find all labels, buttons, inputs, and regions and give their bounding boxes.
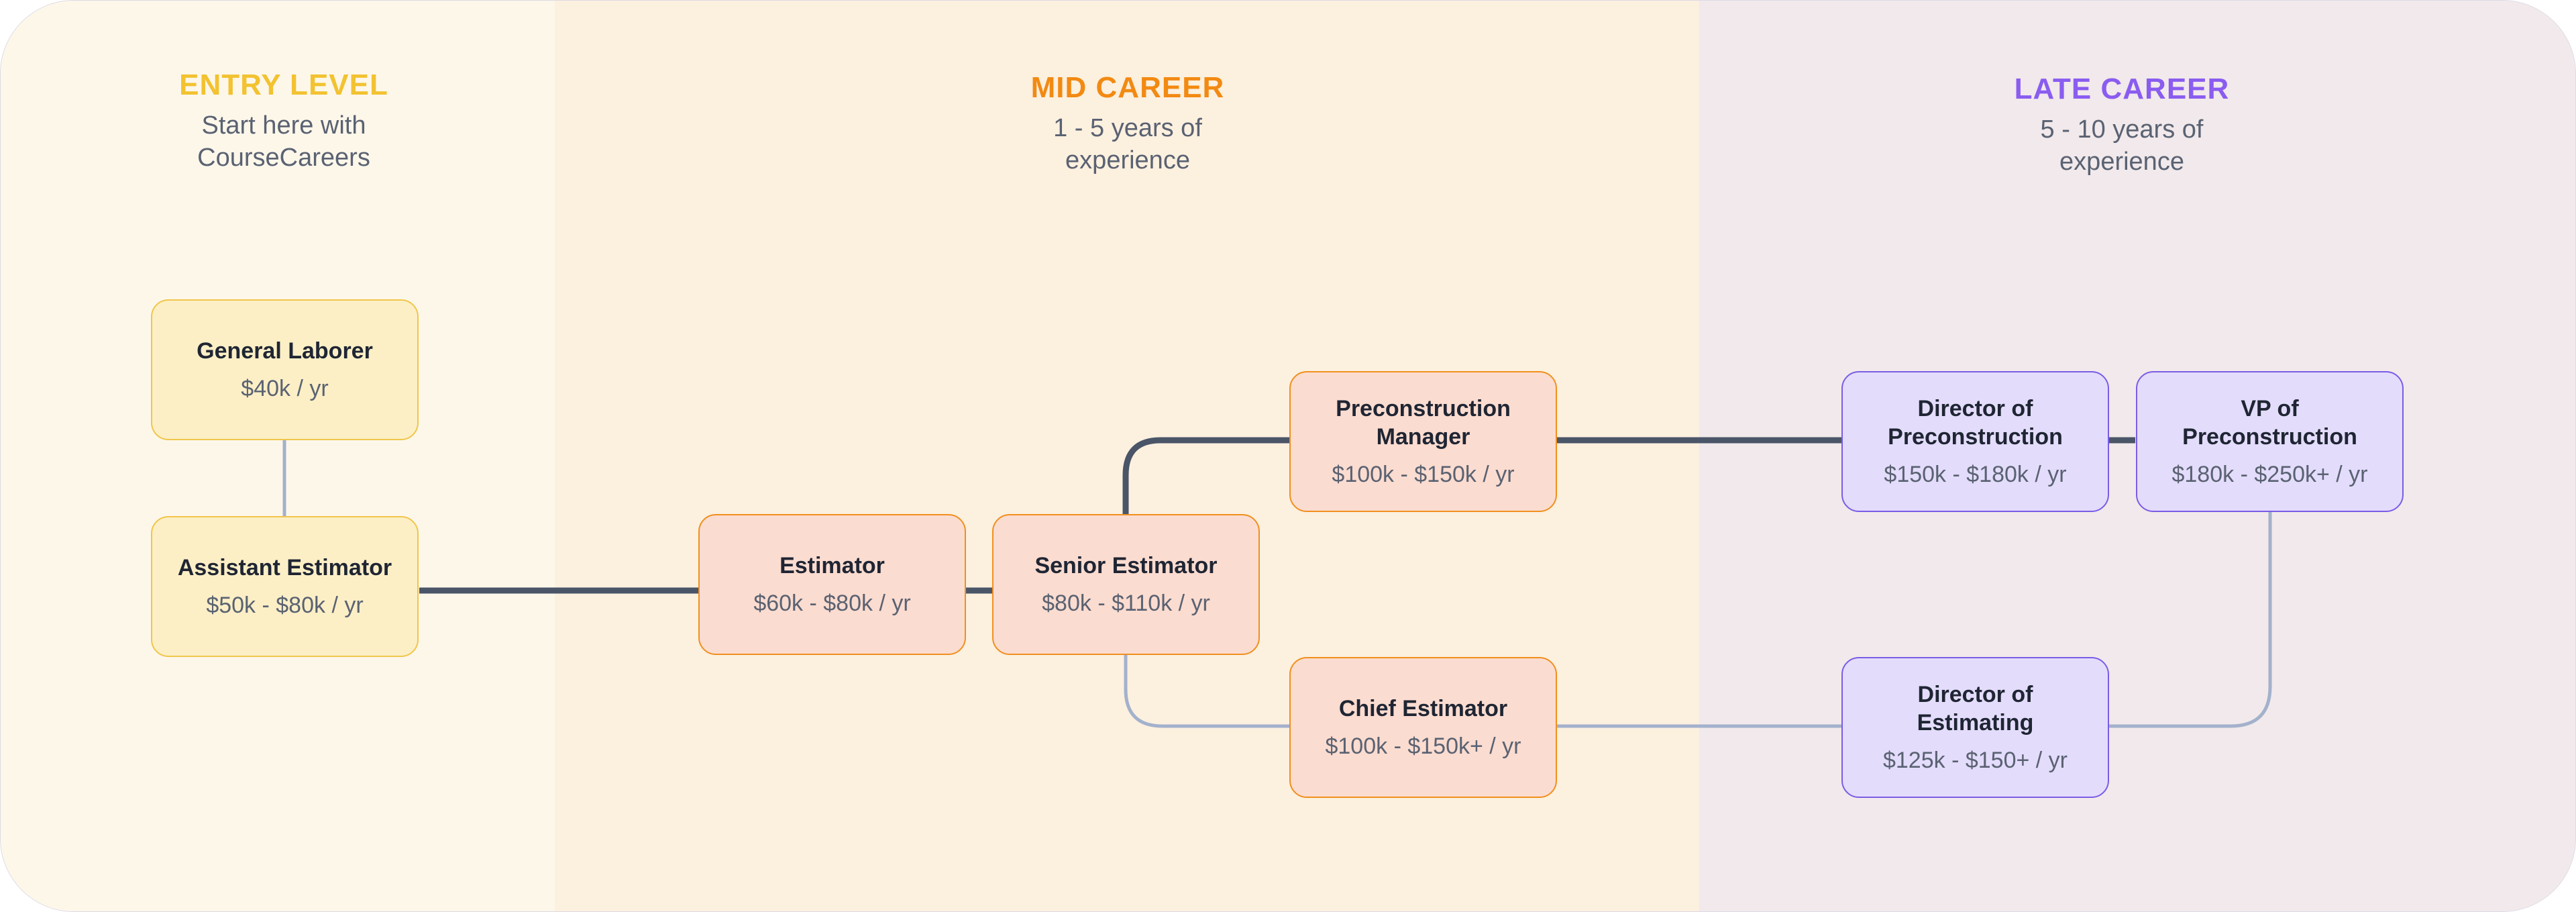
connector-senior-estimator-to-preconstruction-manager bbox=[1122, 437, 1290, 515]
role-title: Preconstruction Manager bbox=[1336, 396, 1511, 450]
late-career-subtitle: 5 - 10 years of experience bbox=[2040, 115, 2204, 176]
role-salary: $80k - $110k / yr bbox=[1042, 591, 1210, 616]
entry-level-band bbox=[1, 1, 555, 911]
role-vp-of-preconstruction[interactable]: VP of Preconstruction $180k - $250k+ / y… bbox=[2136, 371, 2404, 512]
role-salary: $60k - $80k / yr bbox=[753, 591, 911, 616]
entry-level-header: ENTRY LEVEL Start here with CourseCareer… bbox=[150, 65, 418, 174]
role-title: Director of Estimating bbox=[1917, 682, 2034, 736]
role-salary: $50k - $80k / yr bbox=[206, 593, 364, 618]
role-salary: $125k - $150+ / yr bbox=[1882, 748, 2068, 773]
role-title: Estimator bbox=[780, 553, 885, 578]
role-director-of-preconstruction[interactable]: Director of Preconstruction $150k - $180… bbox=[1841, 371, 2109, 512]
role-salary: $40k / yr bbox=[241, 376, 329, 401]
mid-career-subtitle: 1 - 5 years of experience bbox=[1053, 114, 1202, 174]
role-salary: $150k - $180k / yr bbox=[1884, 462, 2067, 487]
role-title: General Laborer bbox=[197, 338, 373, 364]
role-chief-estimator[interactable]: Chief Estimator $100k - $150k+ / yr bbox=[1289, 657, 1557, 798]
role-title: Assistant Estimator bbox=[177, 555, 392, 580]
role-salary: $100k - $150k / yr bbox=[1332, 462, 1515, 487]
entry-level-subtitle: Start here with CourseCareers bbox=[197, 111, 370, 172]
role-assistant-estimator[interactable]: Assistant Estimator $50k - $80k / yr bbox=[151, 516, 419, 657]
role-title: Chief Estimator bbox=[1338, 696, 1508, 721]
late-career-header: LATE CAREER 5 - 10 years of experience bbox=[1988, 69, 2256, 178]
role-general-laborer[interactable]: General Laborer $40k / yr bbox=[151, 299, 419, 440]
role-estimator[interactable]: Estimator $60k - $80k / yr bbox=[698, 514, 966, 655]
mid-career-header: MID CAREER 1 - 5 years of experience bbox=[994, 68, 1262, 176]
role-title: Director of Preconstruction bbox=[1888, 396, 2063, 450]
connector-director-of-estimating-to-vp bbox=[2108, 512, 2272, 728]
role-director-of-estimating[interactable]: Director of Estimating $125k - $150+ / y… bbox=[1841, 657, 2109, 798]
mid-career-title: MID CAREER bbox=[1030, 71, 1225, 104]
late-career-title: LATE CAREER bbox=[2014, 72, 2230, 105]
role-title: Senior Estimator bbox=[1034, 553, 1218, 578]
connector-senior-estimator-to-chief-estimator bbox=[1124, 654, 1290, 728]
role-preconstruction-manager[interactable]: Preconstruction Manager $100k - $150k / … bbox=[1289, 371, 1557, 512]
role-title: VP of Preconstruction bbox=[2182, 396, 2357, 450]
role-salary: $100k - $150k+ / yr bbox=[1325, 733, 1521, 759]
entry-level-title: ENTRY LEVEL bbox=[179, 68, 388, 101]
role-senior-estimator[interactable]: Senior Estimator $80k - $110k / yr bbox=[992, 514, 1260, 655]
role-salary: $180k - $250k+ / yr bbox=[2171, 462, 2368, 487]
